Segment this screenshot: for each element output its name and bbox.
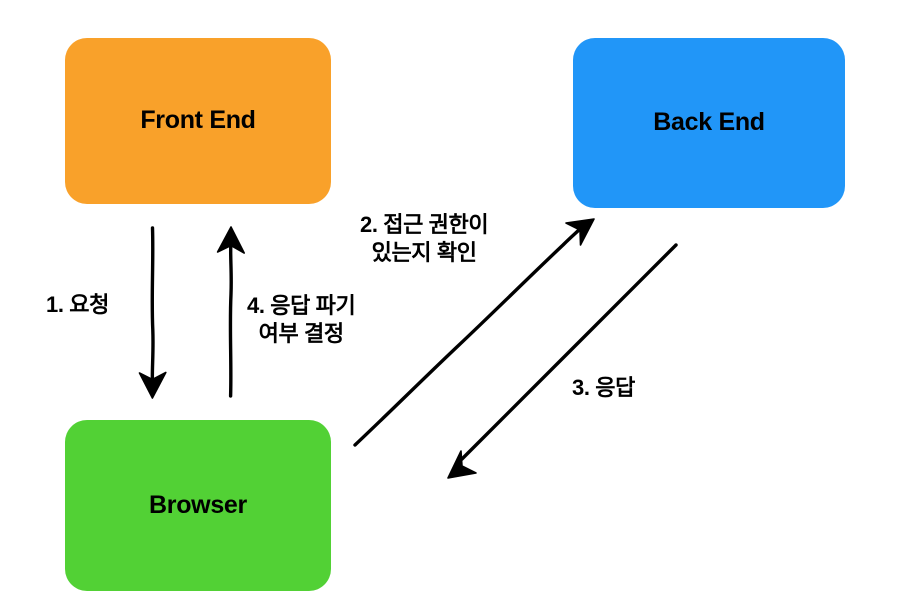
node-front-end-label: Front End — [140, 106, 256, 135]
arrow-4-discard-decision — [216, 226, 245, 398]
node-browser-label: Browser — [149, 490, 247, 519]
edge-label-1-request: 1. 요청 — [46, 292, 109, 317]
edge-label-2-permission-check: 2. 접근 권한이 있는지 확인 — [360, 212, 489, 266]
arrow-2-permission-check — [353, 218, 595, 447]
edge-label-4-discard-decision: 4. 응답 파기 여부 결정 — [247, 293, 356, 347]
edge-label-3-response: 3. 응답 — [572, 375, 635, 400]
node-front-end[interactable]: Front End — [65, 38, 331, 204]
arrow-1-request — [138, 226, 167, 399]
node-back-end-label: Back End — [653, 108, 765, 137]
arrow-3-response — [447, 243, 678, 479]
node-browser[interactable]: Browser — [65, 420, 331, 591]
node-back-end[interactable]: Back End — [573, 38, 845, 208]
